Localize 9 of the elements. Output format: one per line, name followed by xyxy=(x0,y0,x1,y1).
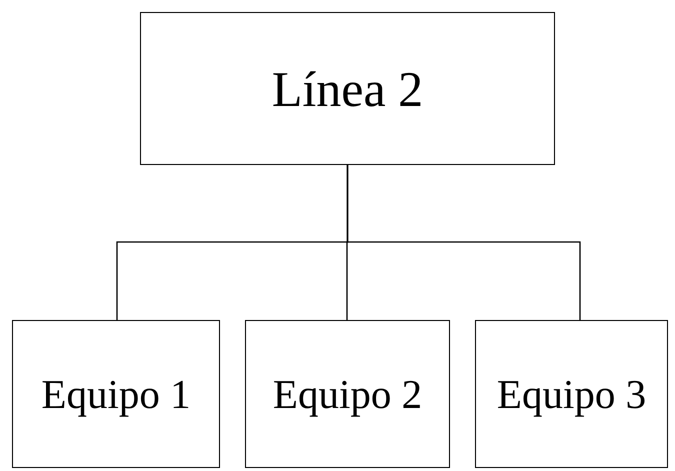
child-box xyxy=(245,320,450,468)
box-label: Equipo 3 xyxy=(496,370,646,418)
parent-box xyxy=(140,12,555,165)
connector-line xyxy=(346,165,581,320)
box-label: Línea 2 xyxy=(272,60,424,118)
child-box xyxy=(475,320,668,468)
box-label: Equipo 2 xyxy=(272,370,422,418)
box-label: Equipo 1 xyxy=(41,370,191,418)
child-box xyxy=(12,320,220,468)
